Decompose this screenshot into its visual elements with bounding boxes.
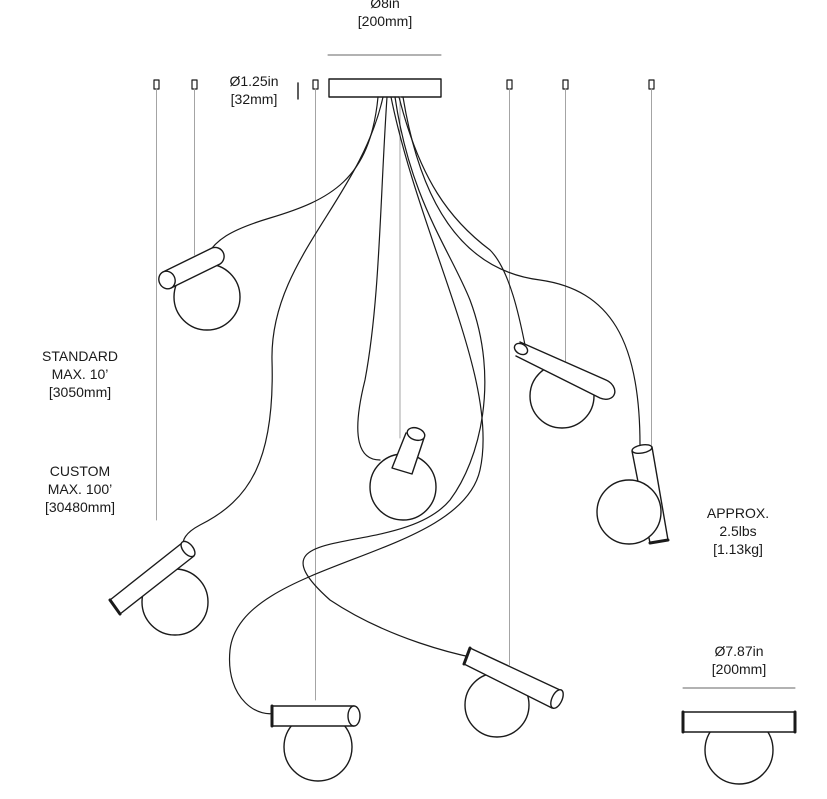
cord: [357, 96, 388, 461]
standard-length-line3: [3050mm]: [48, 384, 112, 400]
anchor: [312, 79, 319, 90]
cord: [228, 96, 484, 715]
custom-length-line1: CUSTOM: [49, 463, 111, 479]
lamp-bottom-right: [462, 646, 564, 738]
ceiling-anchors: [153, 79, 655, 90]
anchor: [153, 79, 160, 90]
standard-length-line2: MAX. 10’: [51, 366, 109, 382]
cord: [402, 96, 641, 446]
weight-line2: 2.5lbs: [719, 523, 757, 539]
canopy: [328, 78, 442, 98]
shade-dimension-imperial: Ø7.87in: [714, 643, 764, 659]
shade-dimension-label: Ø7.87in [200mm]: [694, 642, 784, 678]
anchor: [191, 79, 198, 90]
lamp-far-right: [596, 443, 670, 545]
mount-dimension-label: Ø1.25in [32mm]: [214, 72, 294, 108]
custom-length-line3: [30480mm]: [44, 499, 116, 515]
lamp-bottom-left: [270, 704, 361, 782]
lamp-right-upper: [513, 341, 616, 429]
shade-dimension-metric: [200mm]: [711, 661, 767, 677]
weight-line3: [1.13kg]: [713, 541, 763, 557]
lamp-detail: [681, 710, 797, 785]
custom-length-line2: MAX. 100’: [47, 481, 113, 497]
weight-line1: APPROX.: [706, 505, 770, 521]
anchor: [648, 79, 655, 90]
suspension-wires: [156, 88, 652, 701]
standard-length-label: STANDARD MAX. 10’ [3050mm]: [30, 347, 130, 401]
cord: [182, 96, 384, 549]
cord: [398, 96, 526, 346]
cord: [204, 96, 379, 259]
anchor: [506, 79, 513, 90]
power-cords: [182, 96, 641, 715]
mount-dimension-metric: [32mm]: [230, 91, 278, 107]
canopy-dimension-label: Ø8in [200mm]: [340, 0, 430, 30]
standard-length-line1: STANDARD: [42, 348, 118, 364]
custom-length-label: CUSTOM MAX. 100’ [30480mm]: [24, 462, 136, 516]
anchor: [562, 79, 569, 90]
lamp-top-left: [158, 246, 241, 331]
cord: [302, 96, 486, 659]
weight-label: APPROX. 2.5lbs [1.13kg]: [690, 504, 786, 558]
lamp-center: [369, 426, 437, 521]
lamp-lower-left: [108, 540, 209, 636]
canopy-dimension-metric: [200mm]: [357, 13, 413, 29]
canopy-dimension-imperial: Ø8in: [370, 0, 400, 11]
mount-dimension-imperial: Ø1.25in: [229, 73, 279, 89]
